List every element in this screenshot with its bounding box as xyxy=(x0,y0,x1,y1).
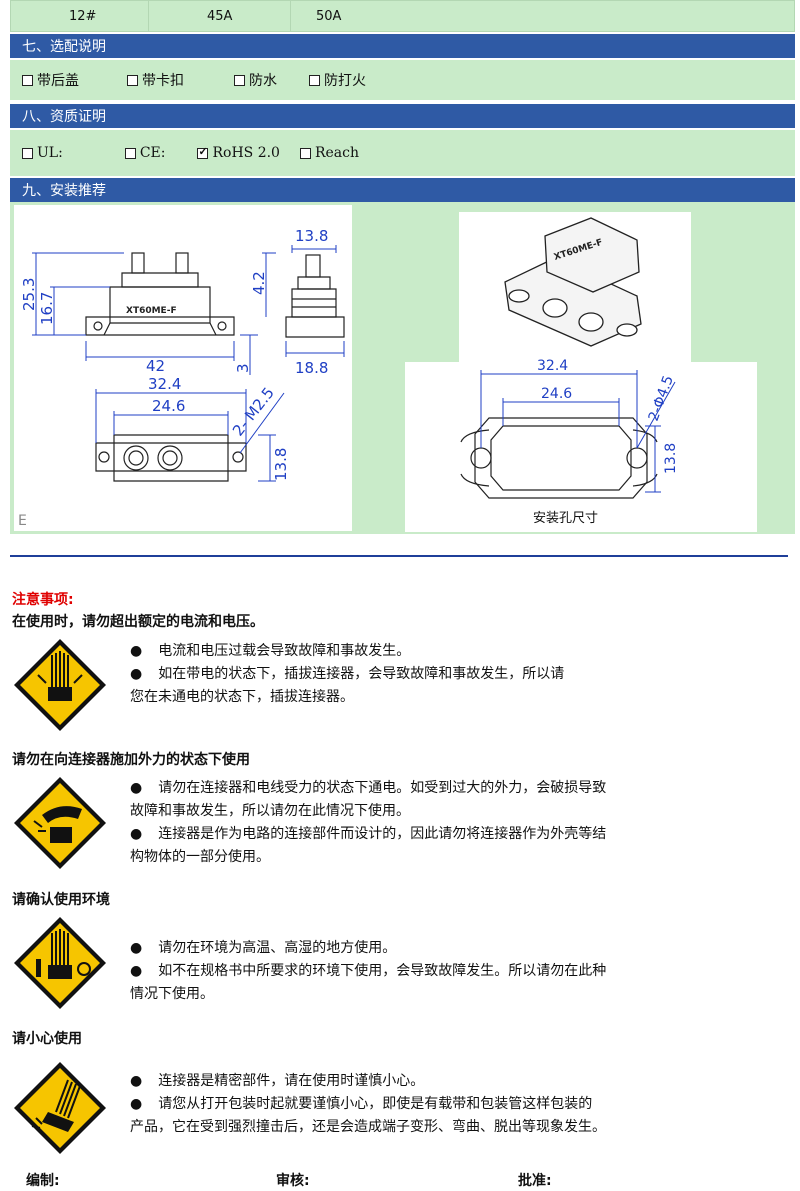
dim-24-6: 24.6 xyxy=(152,397,185,415)
certs-row: UL: CE: RoHS 2.0 Reach xyxy=(10,130,795,176)
dim-32-4: 32.4 xyxy=(537,358,568,374)
checkbox-icon[interactable] xyxy=(22,74,33,86)
option-back-cover[interactable]: 带后盖 xyxy=(22,70,79,90)
environment-warning-icon xyxy=(14,917,106,1009)
dim-24-6: 24.6 xyxy=(541,386,572,402)
notes-block-2: ●请勿在连接器和电线受力的状态下通电。如受到过大的外力，会破损导致 故障和事故发… xyxy=(130,780,607,865)
notes-head-3: 请确认使用环境 xyxy=(12,892,110,908)
checkbox-icon[interactable] xyxy=(234,74,245,86)
dim-13-8-top: 13.8 xyxy=(295,227,328,245)
dimension-drawing-left: 13.8 25.3 16.7 4.2 42 3 18.8 32.4 24.6 2… xyxy=(14,205,352,531)
notes-intro: 在使用时，请勿超出额定的电流和电压。 xyxy=(12,614,264,630)
section-title-certs: 八、资质证明 xyxy=(10,104,795,128)
checkbox-icon[interactable] xyxy=(309,74,320,86)
drawing-caption: 安装孔尺寸 xyxy=(533,511,598,526)
checkbox-icon[interactable] xyxy=(127,74,138,86)
section-title-install: 九、安装推荐 xyxy=(10,178,795,202)
spec-cell: 45A xyxy=(149,1,291,31)
force-warning-icon xyxy=(14,777,106,869)
dim-42: 42 xyxy=(146,357,165,375)
corner-letter: E xyxy=(18,513,27,529)
option-waterproof[interactable]: 防水 xyxy=(234,70,277,90)
dim-13-8: 13.8 xyxy=(663,443,679,474)
notes-head-2: 请勿在向连接器施加外力的状态下使用 xyxy=(12,752,250,768)
divider-line xyxy=(10,555,788,557)
dim-4-2: 4.2 xyxy=(250,271,268,295)
checkbox-checked-icon[interactable] xyxy=(197,145,209,159)
spec-cell: 50A xyxy=(316,8,342,24)
dim-13-8-side: 13.8 xyxy=(272,448,290,481)
cert-rohs[interactable]: RoHS 2.0 xyxy=(197,145,280,161)
spec-cell: 12# xyxy=(11,1,149,31)
options-row: 带后盖 带卡扣 防水 防打火 xyxy=(10,60,795,100)
notes-head-4: 请小心使用 xyxy=(12,1031,82,1047)
notes-block-3: ●请勿在环境为高温、高湿的地方使用。 ●如不在规格书中所要求的环境下使用，会导致… xyxy=(130,940,607,1002)
cert-ce[interactable]: CE: xyxy=(124,145,165,161)
checkbox-icon[interactable] xyxy=(299,147,311,159)
dim-3: 3 xyxy=(234,363,252,373)
dim-32-4: 32.4 xyxy=(148,375,181,393)
notes-title: 注意事项: xyxy=(12,592,74,608)
notes-block-1: ●电流和电压过载会导致故障和事故发生。 ●如在带电的状态下，插拔连接器，会导致故… xyxy=(130,643,565,705)
checkbox-icon[interactable] xyxy=(124,147,136,159)
dim-18-8: 18.8 xyxy=(295,359,328,377)
checkbox-icon[interactable] xyxy=(22,147,33,159)
dim-25-3: 25.3 xyxy=(20,278,38,311)
notes-block-4: ●连接器是精密部件，请在使用时谨慎小心。 ●请您从打开包装时起就要谨慎小心，即使… xyxy=(130,1073,606,1135)
sign-review: 审核: xyxy=(276,1173,310,1189)
cert-ul[interactable]: UL: xyxy=(22,145,63,161)
dim-16-7: 16.7 xyxy=(38,292,56,325)
cert-reach[interactable]: Reach xyxy=(299,145,359,161)
electric-warning-icon xyxy=(14,639,106,731)
mounting-hole-drawing: XT60ME-F 32.4 24.6 2-Φ4.5 13.8 安装孔尺寸 xyxy=(405,212,757,532)
option-anti-spark[interactable]: 防打火 xyxy=(309,70,366,90)
product-marking: XT60ME-F xyxy=(126,306,177,316)
sign-approve: 批准: xyxy=(518,1173,552,1189)
section-title-options: 七、选配说明 xyxy=(10,34,795,58)
sign-editor: 编制: xyxy=(26,1173,60,1189)
option-latch[interactable]: 带卡扣 xyxy=(127,70,184,90)
handle-care-warning-icon xyxy=(14,1062,106,1154)
spec-row: 12# 45A 50A xyxy=(10,0,795,32)
